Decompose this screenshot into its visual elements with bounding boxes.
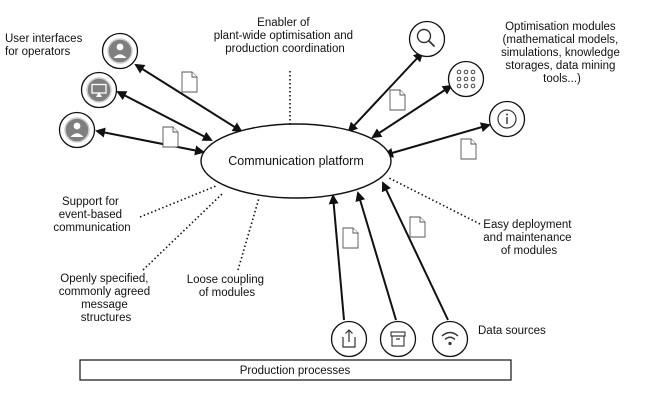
user-icon-node-top — [101, 32, 139, 70]
user-interfaces-label: User interfaces for operators — [5, 33, 86, 58]
message-doc-icon — [389, 89, 406, 111]
message-doc-icon — [409, 216, 426, 238]
leader-openly-specified — [142, 193, 223, 271]
communication-platform-label: Communication platform — [228, 154, 363, 168]
message-doc-icon — [181, 71, 198, 93]
connector-search — [347, 51, 424, 133]
optimisation-modules-label: Optimisation modules (mathematical model… — [501, 21, 623, 85]
user-icon-node-bottom — [58, 111, 96, 149]
leader-event-based — [139, 185, 217, 218]
leader-deployment — [388, 177, 481, 225]
production-processes-bar — [79, 359, 512, 381]
upload-icon-node — [330, 320, 368, 358]
connector-archive — [355, 191, 397, 321]
message-doc-icon — [342, 227, 359, 249]
message-doc-icon — [460, 138, 477, 160]
message-doc-icon — [162, 126, 179, 148]
display-icon-node — [80, 71, 118, 109]
search-icon-node — [408, 20, 446, 58]
grid-dots-icon-node — [447, 60, 485, 98]
connector-upload — [328, 194, 345, 321]
archive-icon-node — [379, 320, 417, 358]
event-based-label: Support for event-based communication — [53, 196, 130, 234]
leader-loose-coupling — [237, 197, 260, 271]
connector-wifi — [381, 181, 449, 321]
enabler-label: Enabler of plant-wide optimisation and p… — [214, 17, 357, 55]
production-processes-label: Production processes — [240, 365, 351, 377]
info-icon-node — [488, 100, 526, 138]
deployment-label: Easy deployment and maintenance of modul… — [483, 219, 574, 257]
data-sources-label: Data sources — [478, 325, 546, 337]
communication-platform — [200, 123, 392, 199]
connector-info — [383, 122, 491, 158]
wifi-icon-node — [431, 320, 469, 358]
loose-coupling-label: Loose coupling of modules — [187, 274, 268, 299]
connector-ui-bottom — [95, 127, 205, 156]
openly-specified-label: Openly specified, commonly agreed messag… — [59, 273, 154, 324]
